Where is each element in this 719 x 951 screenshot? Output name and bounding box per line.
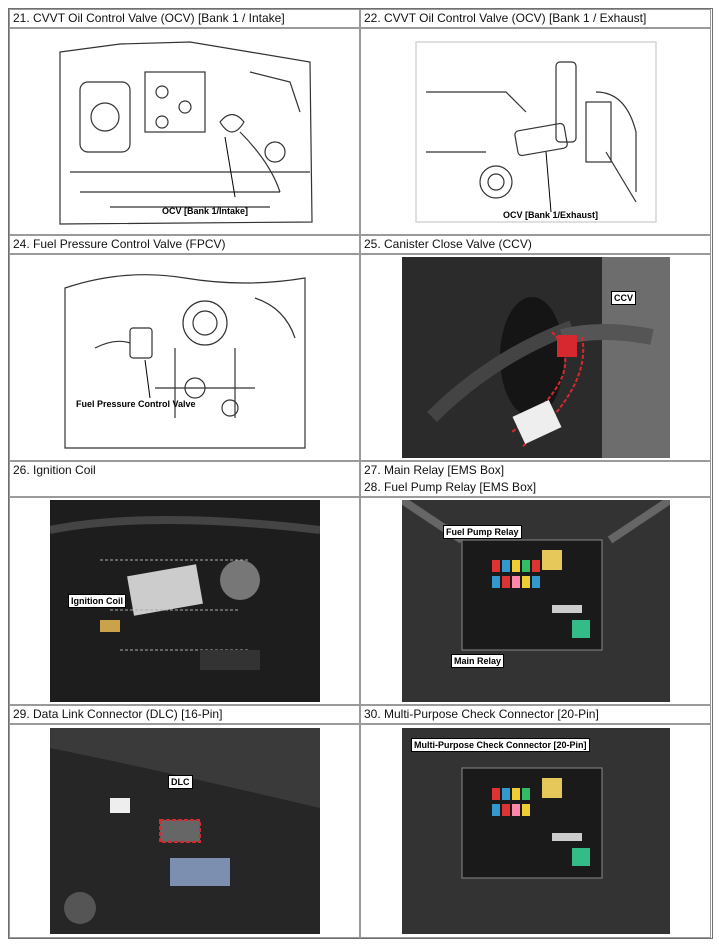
dlc-photo-render (49, 728, 320, 934)
ems-box-relays-photo: Fuel Pump Relay Main Relay (360, 497, 711, 705)
ems-box-photo-render (401, 500, 670, 702)
engine-line-drawing (63, 273, 306, 449)
title-30-multi-purpose-check-connector: 30. Multi-Purpose Check Connector [20-Pi… (360, 705, 711, 724)
engine-line-drawing (58, 40, 313, 225)
main-relay-label: Main Relay (451, 654, 505, 668)
title-25-ccv: 25. Canister Close Valve (CCV) (360, 235, 711, 254)
component-location-table: 21. CVVT Oil Control Valve (OCV) [Bank 1… (8, 8, 713, 939)
title-21-ocv-intake: 21. CVVT Oil Control Valve (OCV) [Bank 1… (9, 9, 360, 28)
fpcv-illustration: Fuel Pressure Control Valve (9, 254, 360, 461)
dlc-label: DLC (168, 775, 193, 789)
engine-line-drawing (414, 40, 657, 223)
ocv-intake-label: OCV [Bank 1/Intake] (162, 206, 249, 216)
ccv-photo: CCV (360, 254, 711, 461)
ocv-exhaust-label: OCV [Bank 1/Exhaust] (503, 210, 599, 220)
title-26-ignition-coil: 26. Ignition Coil (9, 461, 360, 497)
title-28-fuel-pump-relay: 28. Fuel Pump Relay [EMS Box] (364, 480, 537, 494)
title-22-ocv-exhaust: 22. CVVT Oil Control Valve (OCV) [Bank 1… (360, 9, 711, 28)
ems-box-photo-render (401, 728, 670, 934)
fpcv-label: Fuel Pressure Control Valve (76, 399, 196, 409)
ignition-coil-label: Ignition Coil (68, 594, 126, 608)
title-27-28-relays: 27. Main Relay [EMS Box] 28. Fuel Pump R… (360, 461, 711, 497)
title-29-dlc: 29. Data Link Connector (DLC) [16-Pin] (9, 705, 360, 724)
dlc-photo: DLC (9, 724, 360, 938)
fuel-pump-relay-label: Fuel Pump Relay (443, 525, 522, 539)
title-27-main-relay: 27. Main Relay [EMS Box] (364, 463, 505, 477)
multi-purpose-connector-label: Multi-Purpose Check Connector [20-Pin] (411, 738, 590, 752)
ocv-intake-illustration: OCV [Bank 1/Intake] (9, 28, 360, 235)
multi-purpose-connector-photo: Multi-Purpose Check Connector [20-Pin] (360, 724, 711, 938)
title-24-fpcv: 24. Fuel Pressure Control Valve (FPCV) (9, 235, 360, 254)
ignition-coil-photo: Ignition Coil (9, 497, 360, 705)
ccv-label: CCV (611, 291, 637, 305)
ocv-exhaust-illustration: OCV [Bank 1/Exhaust] (360, 28, 711, 235)
ccv-photo-render (401, 257, 670, 458)
